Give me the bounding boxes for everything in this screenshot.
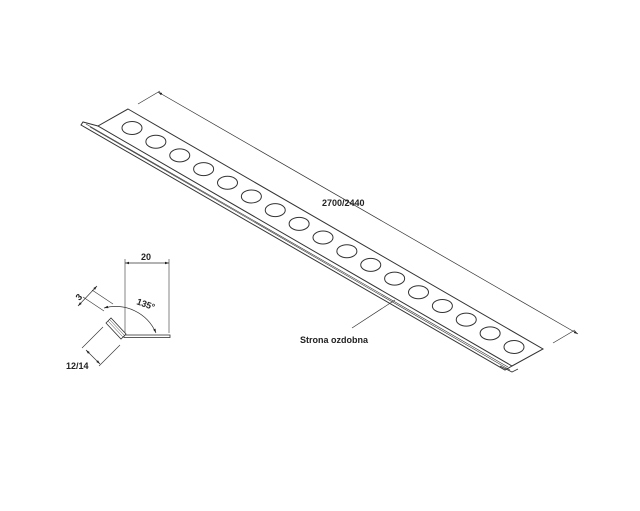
- thickness-label: 3: [74, 292, 85, 303]
- extension-line: [82, 296, 105, 312]
- hole: [121, 121, 143, 135]
- length-label: 2700/2440: [322, 198, 365, 208]
- extension-line: [137, 90, 161, 105]
- thickness-dimension-line: [77, 285, 98, 307]
- strip-end: [499, 365, 519, 373]
- angle-label: 135°: [135, 296, 156, 312]
- extension-line: [91, 289, 114, 305]
- cross-section: [77, 259, 171, 367]
- height-dimension-line: [85, 349, 101, 365]
- decorative-side-label: Strona ozdobna: [300, 335, 369, 345]
- hole: [503, 340, 525, 354]
- leader-line: [351, 299, 396, 329]
- dimension-line: [157, 91, 579, 335]
- flange-edge: [85, 123, 509, 368]
- section-flange: [123, 334, 171, 338]
- flange-edge: [89, 126, 511, 371]
- angle-arc: [103, 305, 157, 334]
- extension-line: [81, 326, 104, 349]
- extension-line: [552, 329, 576, 344]
- section-leg: [105, 317, 127, 340]
- width-label: 20: [141, 252, 151, 262]
- length-dimension: [137, 90, 579, 344]
- height-label: 12/14: [66, 361, 89, 371]
- extension-line: [98, 344, 121, 367]
- strip-plate: [96, 108, 545, 367]
- perforated-strip: [80, 108, 545, 373]
